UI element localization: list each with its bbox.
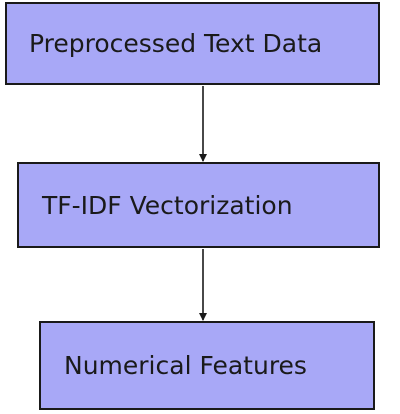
node-label: Preprocessed Text Data <box>29 29 323 58</box>
node-tfidf-vectorization: TF-IDF Vectorization <box>17 162 380 248</box>
node-numerical-features: Numerical Features <box>39 321 375 410</box>
node-label: TF-IDF Vectorization <box>42 190 293 220</box>
node-label: Numerical Features <box>64 351 307 380</box>
node-preprocessed-text-data: Preprocessed Text Data <box>5 2 380 85</box>
